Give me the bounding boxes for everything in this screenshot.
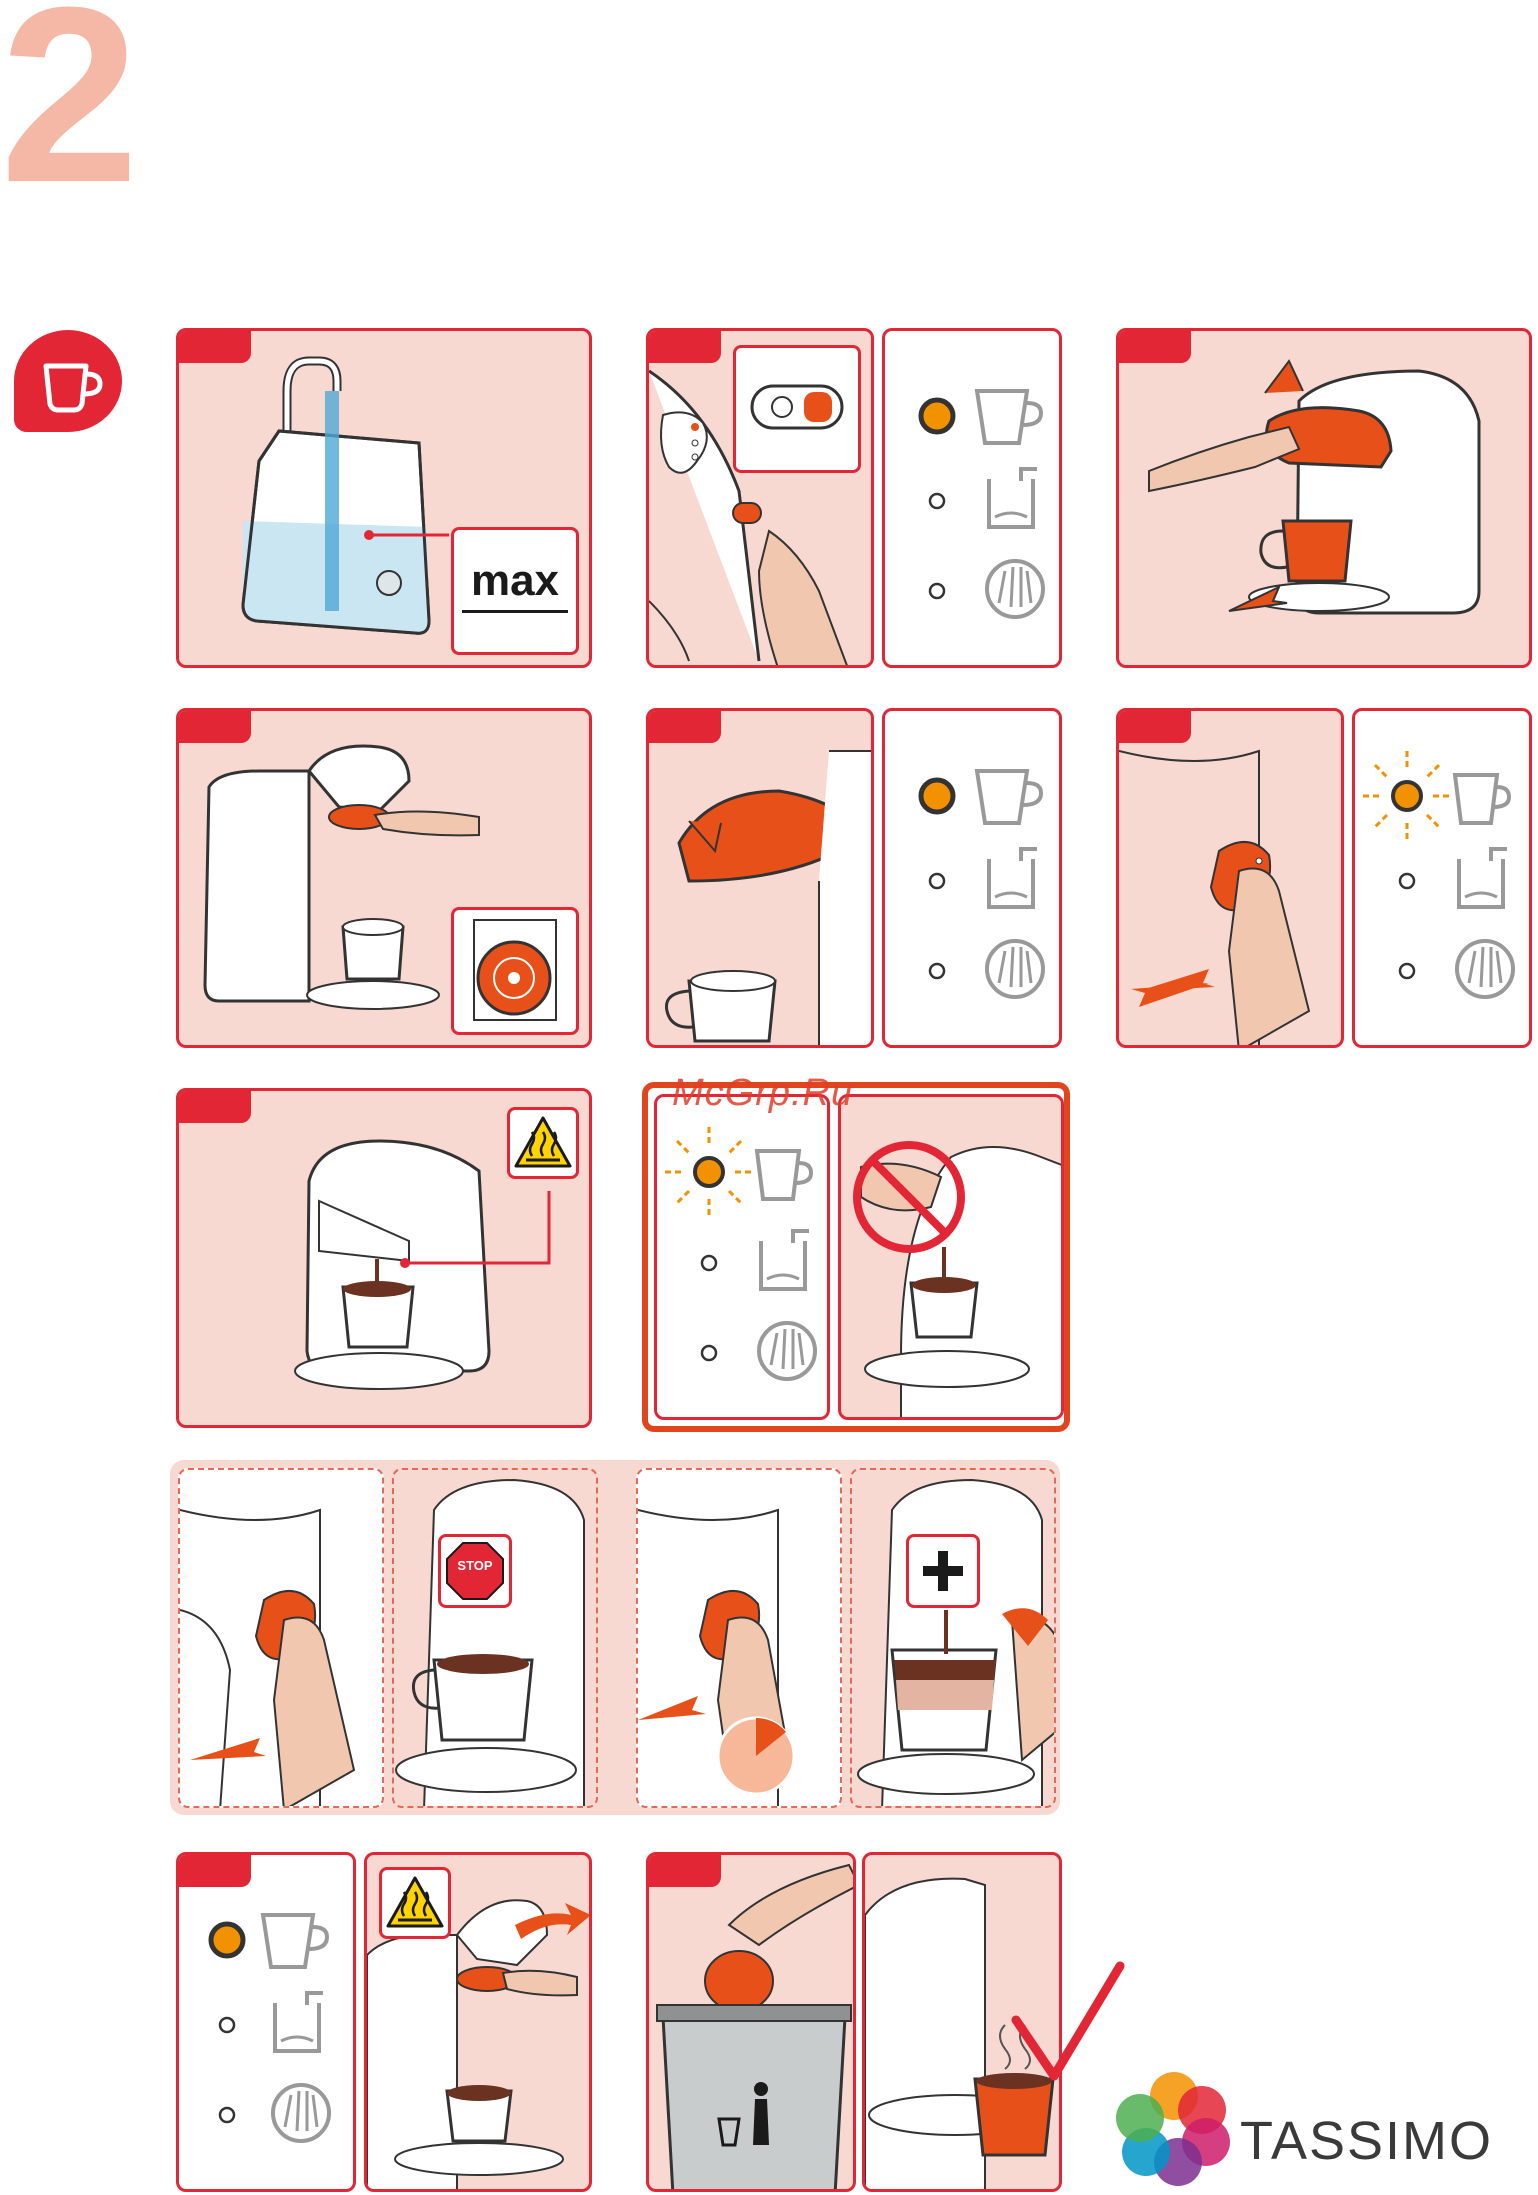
status-indicators [885, 331, 1062, 668]
status-indicators [885, 711, 1062, 1048]
water-tank-icon [1459, 849, 1507, 907]
adjust-strip: STOP [170, 1460, 1060, 1815]
hot-warning-callout [379, 1867, 451, 1939]
water-tank-icon [989, 469, 1037, 527]
status-panel [882, 328, 1062, 668]
hot-warning-callout [507, 1107, 579, 1179]
cup-status-icon [757, 1151, 811, 1199]
water-tank-icon [989, 849, 1037, 907]
descale-icon [1457, 941, 1513, 997]
brand-name: TASSIMO [1240, 2110, 1493, 2172]
panel-dispose [646, 1852, 856, 2192]
status-panel-blinking [1352, 708, 1532, 1048]
panel-fill-water: max [176, 328, 592, 668]
hold-button-illustration [638, 1470, 842, 1808]
do-not-open-illustration [841, 1097, 1064, 1420]
panel-close-lid [646, 708, 874, 1048]
warning-frame [642, 1082, 1070, 1432]
status-panel [882, 708, 1062, 1048]
panel-remove-tdisc [364, 1852, 592, 2192]
stop-callout: STOP [438, 1534, 512, 1608]
plus-icon [909, 1537, 977, 1605]
close-lid-illustration [649, 711, 874, 1048]
panel-press-start [1116, 708, 1344, 1048]
power-switch-icon [736, 348, 858, 470]
panel-more-coffee [850, 1468, 1056, 1808]
tdisc-icon [454, 910, 576, 1032]
panel-brewing [176, 1088, 592, 1428]
press-stop-illustration [180, 1470, 384, 1808]
water-tank-icon [275, 1993, 323, 2051]
stop-label: STOP [441, 1558, 509, 1573]
cup-status-icon [1455, 775, 1509, 823]
descale-icon [987, 941, 1043, 997]
tdisc-callout [451, 907, 579, 1035]
open-lid-illustration [1119, 331, 1532, 668]
tassimo-logo [1116, 2070, 1232, 2186]
dispose-tdisc-illustration [649, 1855, 856, 2192]
hot-surface-warning-icon [510, 1110, 576, 1176]
max-label: max [454, 556, 576, 606]
status-panel-blinking [654, 1094, 830, 1420]
panel-stop-press [178, 1468, 384, 1808]
cup-status-icon [977, 771, 1041, 823]
plus-callout [906, 1534, 980, 1608]
cup-badge [14, 330, 122, 432]
panel-power-on [646, 328, 874, 668]
max-level-callout: max [451, 527, 579, 655]
more-coffee-illustration [852, 1470, 1056, 1808]
panel-insert-tdisc [176, 708, 592, 1048]
panel-open-lid [1116, 328, 1532, 668]
descale-icon [273, 2085, 329, 2141]
stop-brewing-illustration [394, 1470, 598, 1808]
checkmark-icon [1006, 1960, 1126, 2090]
watermark: McGrp.Ru [672, 1072, 853, 1115]
switch-callout [733, 345, 861, 473]
panel-do-not-open [838, 1094, 1064, 1420]
panel-stop: STOP [392, 1468, 598, 1808]
step-number: 2 [0, 0, 135, 220]
cup-status-icon [263, 1915, 327, 1967]
panel-hold-press [636, 1468, 842, 1808]
descale-icon [759, 1323, 815, 1379]
status-indicators [179, 1855, 356, 2192]
water-tank-icon [761, 1231, 809, 1289]
status-indicators [657, 1097, 830, 1420]
cup-status-icon [977, 391, 1041, 443]
status-panel [176, 1852, 356, 2192]
press-start-illustration [1119, 711, 1344, 1048]
hot-surface-warning-icon [382, 1870, 448, 1936]
cup-icon [14, 330, 122, 432]
status-indicators [1355, 711, 1532, 1048]
descale-icon [987, 561, 1043, 617]
